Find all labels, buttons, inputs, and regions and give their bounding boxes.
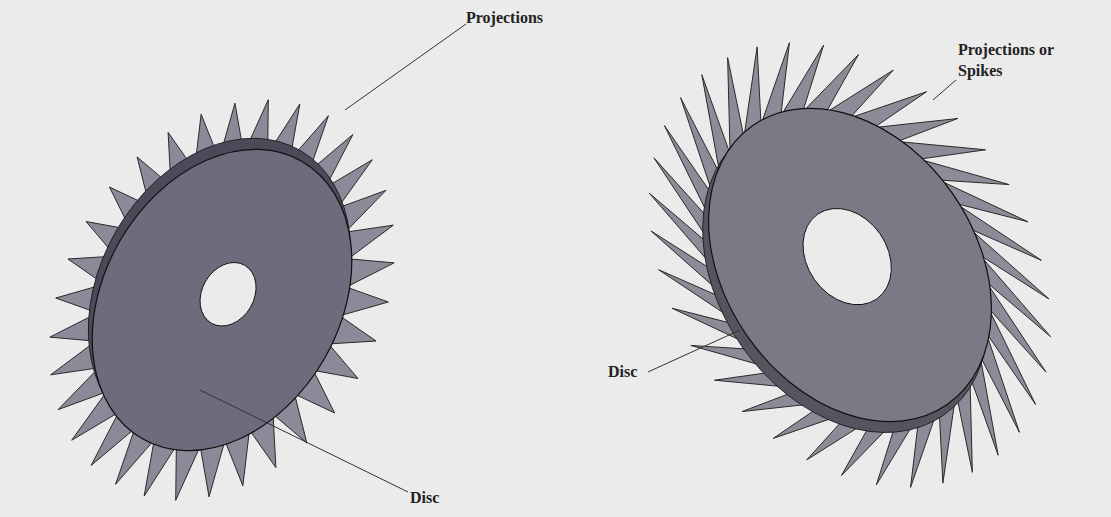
spiked-disc <box>567 0 1111 517</box>
part-label: Projections <box>466 8 543 29</box>
leader-line <box>200 390 408 492</box>
spiked-disc <box>0 37 464 517</box>
leader-lines <box>200 24 956 492</box>
wheel-frame <box>567 0 1111 517</box>
part-label: Disc <box>410 488 439 509</box>
disc-face <box>40 102 404 497</box>
wheel-frame <box>0 37 464 517</box>
leader-line <box>648 330 740 372</box>
part-label: Projections or Spikes <box>958 40 1083 82</box>
disc-face <box>650 54 1050 476</box>
disc-hole <box>189 252 267 336</box>
part-label: Disc <box>608 362 637 383</box>
disc-hole <box>785 191 910 322</box>
leader-line <box>933 80 956 100</box>
leader-line <box>345 24 466 110</box>
